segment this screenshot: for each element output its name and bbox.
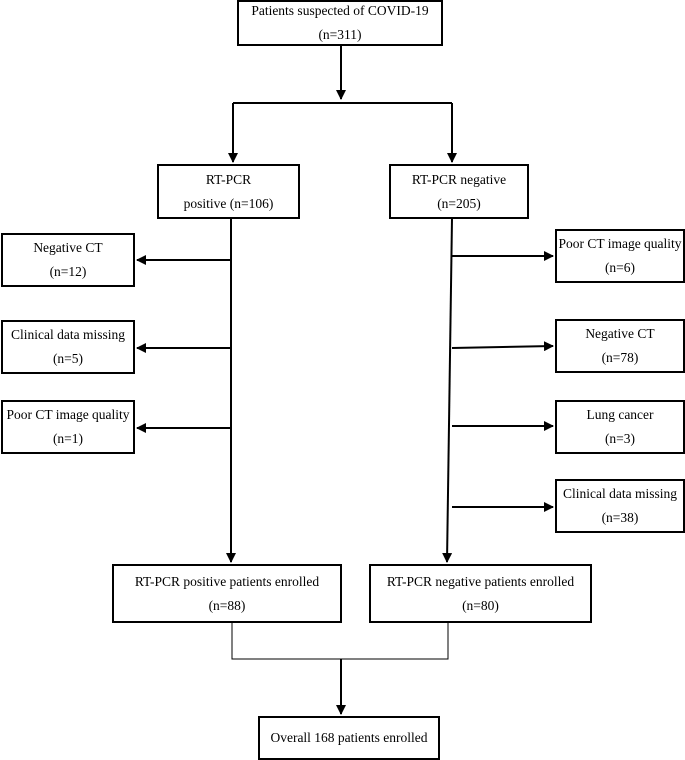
box-rt-pcr-negative: RT-PCR negative (n=205) bbox=[389, 164, 529, 219]
box-line-1: Negative CT bbox=[585, 326, 655, 342]
box-line-1: RT-PCR negative bbox=[411, 171, 507, 187]
box-line-1: RT-PCR positive patients enrolled bbox=[134, 573, 320, 589]
box-rt-pcr-positive-enrolled: RT-PCR positive patients enrolled (n=88) bbox=[112, 564, 342, 623]
box-line-1: RT-PCR negative patients enrolled bbox=[386, 573, 575, 589]
box-line-2: (n=78) bbox=[601, 350, 639, 365]
box-line-2: (n=38) bbox=[601, 510, 639, 525]
box-neg-excluded-negative-ct: Negative CT (n=78) bbox=[555, 319, 685, 373]
box-neg-excluded-clinical-data-missing: Clinical data missing (n=38) bbox=[555, 479, 685, 533]
box-line-1: Patients suspected of COVID-19 bbox=[251, 3, 429, 19]
box-overall-enrolled: Overall 168 patients enrolled bbox=[258, 716, 440, 760]
right-trunk-line bbox=[442, 217, 453, 563]
box-pos-excluded-clinical-data-missing: Clinical data missing (n=5) bbox=[1, 320, 135, 374]
merge-bracket-line bbox=[231, 623, 449, 660]
box-line-2: (n=1) bbox=[52, 431, 84, 446]
box-neg-excluded-lung-cancer: Lung cancer (n=3) bbox=[555, 400, 685, 454]
box-line-1: Clinical data missing bbox=[563, 486, 677, 502]
box-rt-pcr-positive: RT-PCR positive (n=106) bbox=[157, 164, 300, 219]
box-line-2: (n=88) bbox=[208, 597, 246, 613]
box-pos-excluded-negative-ct: Negative CT (n=12) bbox=[1, 233, 135, 287]
box-line-1: Lung cancer bbox=[586, 407, 654, 423]
box-patients-suspected: Patients suspected of COVID-19 (n=311) bbox=[237, 0, 443, 46]
box-line-2: (n=3) bbox=[604, 431, 636, 446]
box-line-2: (n=6) bbox=[604, 260, 636, 275]
box-line-2: (n=5) bbox=[52, 351, 84, 366]
box-line-2: (n=205) bbox=[437, 195, 481, 211]
box-neg-excluded-poor-ct-quality: Poor CT image quality (n=6) bbox=[555, 229, 685, 283]
box-pos-excluded-poor-ct-quality: Poor CT image quality (n=1) bbox=[1, 400, 135, 454]
box-line-1: Clinical data missing bbox=[11, 327, 125, 343]
box-line-2: (n=80) bbox=[462, 597, 499, 613]
arrow-to-neg-exclusion-2 bbox=[451, 341, 554, 352]
box-line-2: (n=12) bbox=[49, 264, 87, 279]
box-line-1: Poor CT image quality bbox=[6, 407, 130, 423]
box-line-1: Overall 168 patients enrolled bbox=[270, 730, 428, 746]
box-line-2: positive (n=106) bbox=[183, 195, 274, 211]
box-line-1: Negative CT bbox=[33, 240, 103, 256]
box-line-2: (n=311) bbox=[318, 27, 362, 42]
box-rt-pcr-negative-enrolled: RT-PCR negative patients enrolled (n=80) bbox=[369, 564, 592, 623]
box-line-1: RT-PCR bbox=[205, 171, 252, 187]
box-line-1: Poor CT image quality bbox=[558, 236, 682, 252]
